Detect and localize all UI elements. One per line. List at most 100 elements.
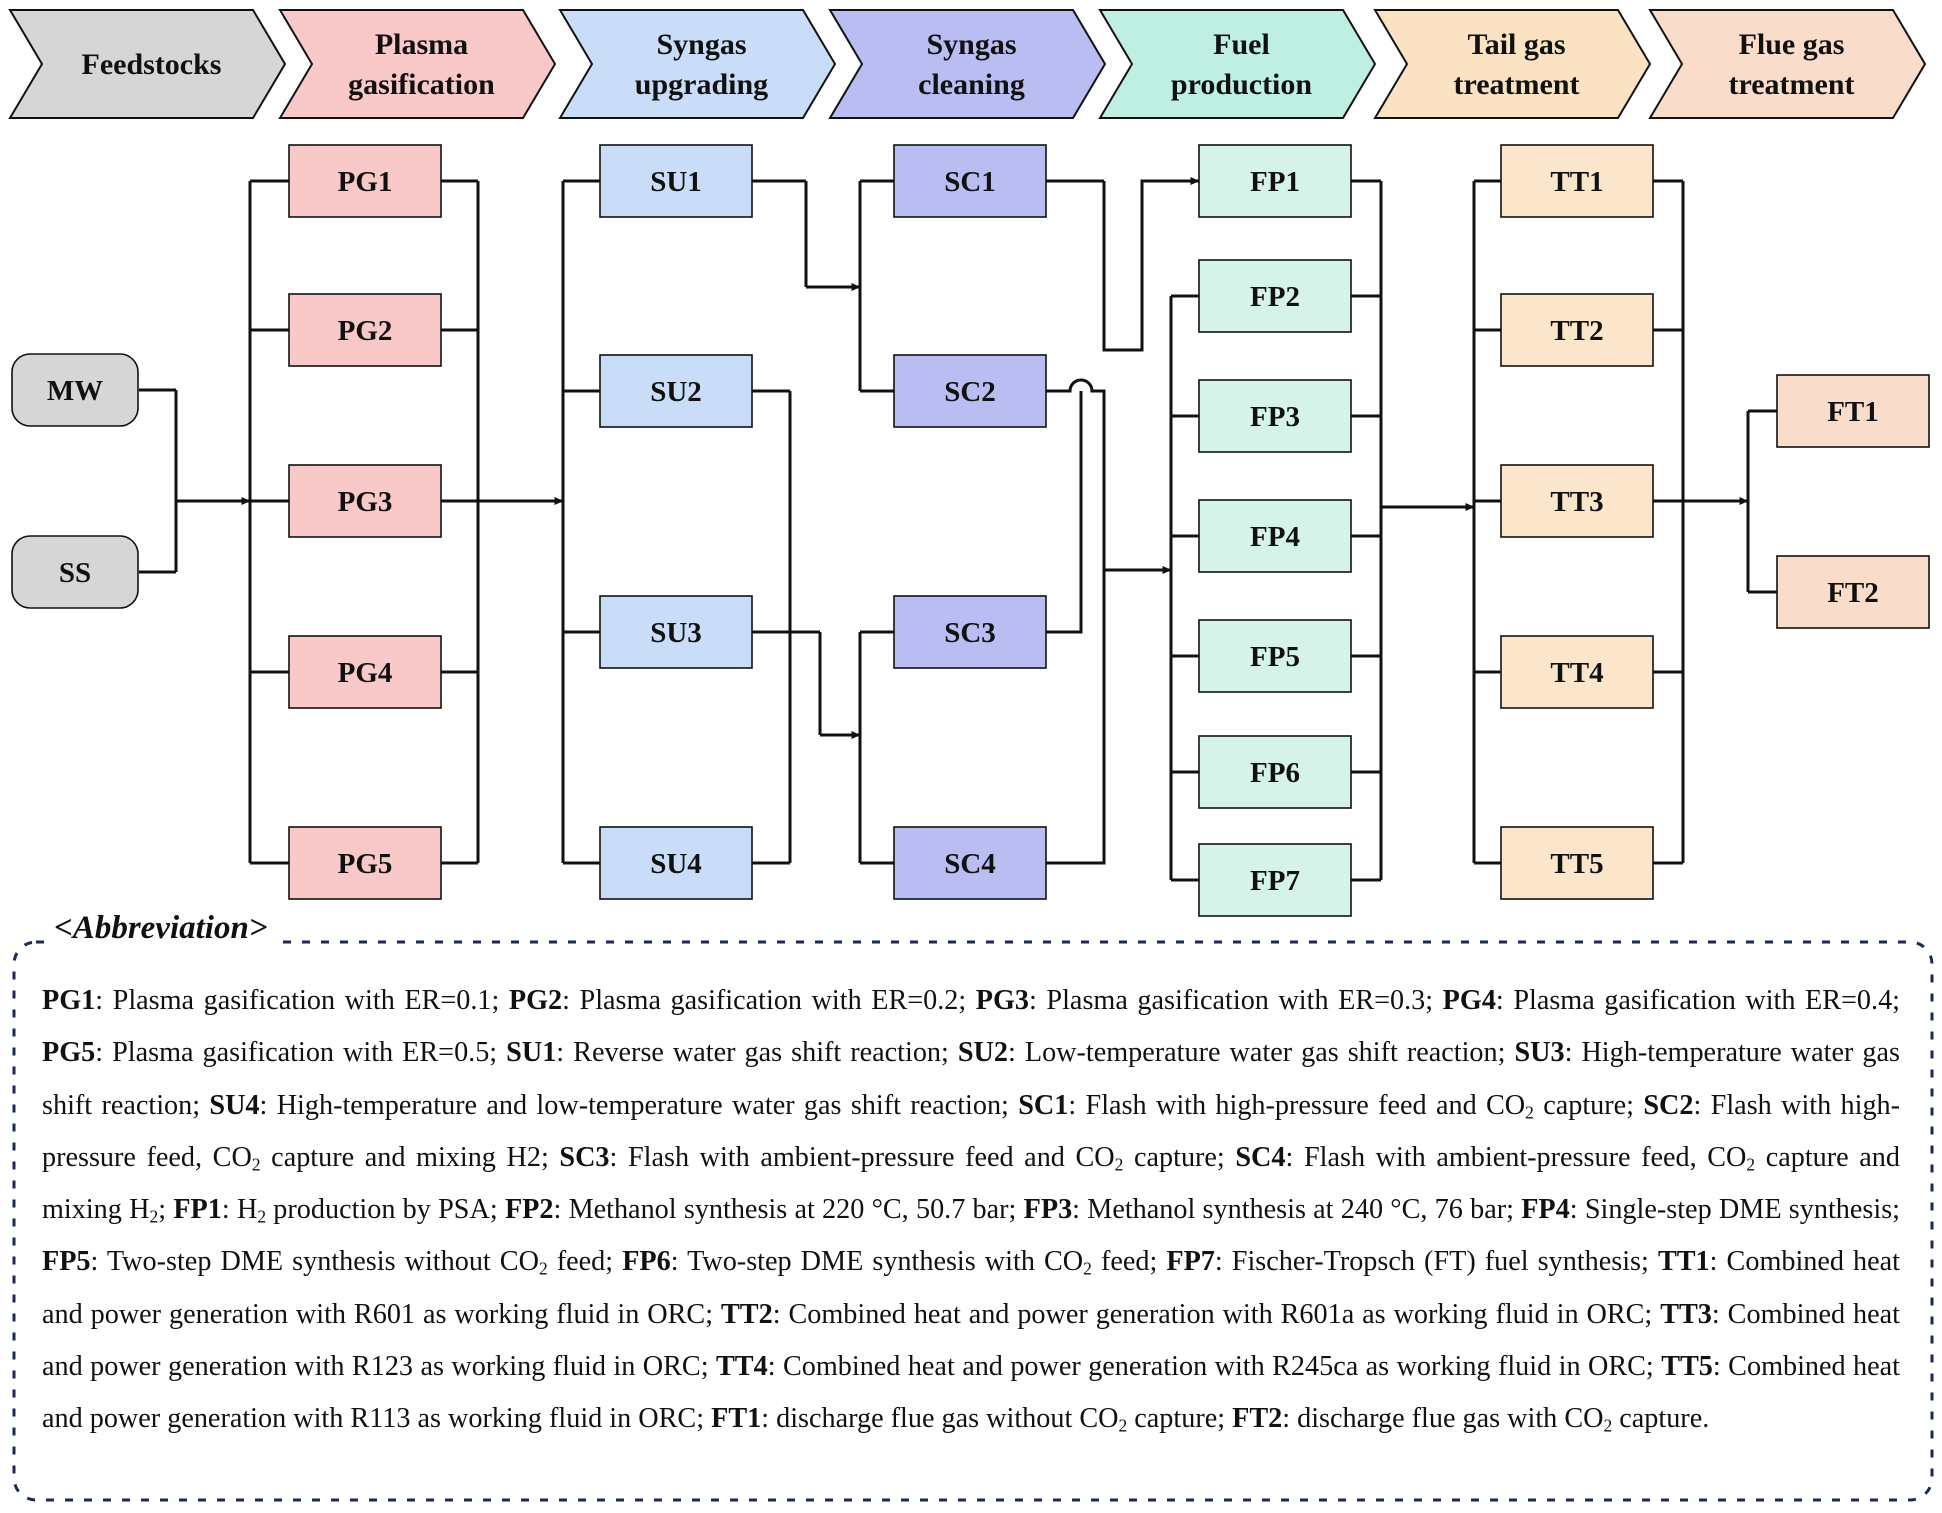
- abbreviation-term: TT4: [715, 1351, 768, 1383]
- node-box: [1500, 635, 1654, 709]
- abbreviation-term: PG4: [1442, 985, 1496, 1016]
- node-label: SU2: [650, 376, 702, 408]
- su-node: SU3: [599, 595, 753, 669]
- node-label: SC4: [944, 848, 996, 880]
- node-label: PG1: [338, 166, 393, 198]
- node-box: [1776, 374, 1930, 448]
- abbreviation-entry: SU1: Reverse water gas shift reaction;: [506, 1037, 949, 1069]
- abbreviation-term: PG2: [508, 985, 563, 1016]
- node-box: [1198, 379, 1352, 453]
- node-box: [288, 293, 442, 367]
- abbreviation-term: SC2: [1643, 1089, 1694, 1121]
- stage-chevron: [1373, 9, 1652, 119]
- abbreviation-entry: PG1: Plasma gasification with ER=0.1;: [42, 985, 500, 1016]
- node-label: FP4: [1250, 521, 1300, 553]
- abbreviation-term: SU4: [209, 1089, 260, 1121]
- stage-label: Tail gas: [1467, 28, 1565, 61]
- abbreviation-term: FP7: [1166, 1246, 1215, 1278]
- su-node: SU1: [599, 144, 753, 218]
- node-label: PG4: [338, 657, 393, 689]
- abbreviation-entry: SU2: Low-temperature water gas shift rea…: [957, 1037, 1506, 1069]
- node-box: [1500, 464, 1654, 538]
- abbreviation-entry: TT4: Combined heat and power generation …: [715, 1351, 1654, 1383]
- abbreviation-list: PG1: Plasma gasification with ER=0.1; PG…: [42, 975, 1900, 1446]
- abbreviation-entry: PG3: Plasma gasification with ER=0.3;: [975, 985, 1434, 1016]
- node-label: FT2: [1827, 577, 1879, 609]
- abbreviation-entry: TT2: Combined heat and power generation …: [720, 1298, 1653, 1330]
- feedstock-node: SS: [11, 535, 139, 609]
- abbreviation-entry: FP1: H2 production by PSA;: [173, 1194, 498, 1227]
- node-box: [1198, 619, 1352, 693]
- abbreviation-entry: FP2: Methanol synthesis at 220 °C, 50.7 …: [504, 1194, 1017, 1226]
- stage-chevron: [278, 9, 557, 119]
- node-label: SS: [59, 557, 91, 589]
- abbreviation-term: PG5: [42, 1037, 96, 1069]
- su-node: SU2: [599, 354, 753, 428]
- node-box: [599, 595, 753, 669]
- abbreviation-entry: PG5: Plasma gasification with ER=0.5;: [42, 1037, 498, 1069]
- abbreviation-term: FT2: [1232, 1403, 1283, 1435]
- abbreviation-term: SC3: [559, 1141, 610, 1173]
- node-box: [1500, 826, 1654, 900]
- fp-node: FP5: [1198, 619, 1352, 693]
- stage-chevron: [1648, 9, 1927, 119]
- abbreviation-term: PG3: [975, 985, 1030, 1016]
- fp-node: FP2: [1198, 259, 1352, 333]
- node-label: PG3: [338, 486, 393, 518]
- stage-label: Flue gas: [1739, 28, 1845, 61]
- node-box: [1198, 259, 1352, 333]
- feedstock-node: MW: [11, 353, 139, 427]
- fp-node: FP7: [1198, 843, 1352, 917]
- sc-node: SC2: [893, 354, 1047, 428]
- node-box: [11, 353, 139, 427]
- abbreviation-term: FT1: [711, 1403, 762, 1435]
- sc-node: SC3: [893, 595, 1047, 669]
- node-box: [288, 826, 442, 900]
- process-nodes: MWSSPG1PG2PG3PG4PG5SU1SU2SU3SU4SC1SC2SC3…: [11, 144, 1930, 917]
- abbreviation-entry: SC2: Flash with high-pressure feed, CO2 …: [42, 1089, 1901, 1175]
- abbreviation-box: [12, 940, 1934, 1502]
- node-label: FT1: [1827, 396, 1879, 428]
- stage-label: gasification: [348, 68, 495, 101]
- fp-node: FP4: [1198, 499, 1352, 573]
- abbreviation-term: TT5: [1661, 1351, 1713, 1383]
- sc-node: SC1: [893, 144, 1047, 218]
- node-box: [1500, 293, 1654, 367]
- abbreviation-entry: TT3: Combined heat and power generation …: [42, 1298, 1900, 1383]
- abbreviation-entry: FP3: Methanol synthesis at 240 °C, 76 ba…: [1023, 1194, 1514, 1226]
- abbreviation-term: SU3: [1514, 1037, 1565, 1069]
- abbreviation-term: PG1: [42, 985, 96, 1016]
- node-box: [288, 635, 442, 709]
- abbreviation-term: SU1: [506, 1037, 557, 1069]
- abbreviation-term: FP3: [1023, 1194, 1073, 1226]
- abbreviation-term: SU2: [957, 1037, 1009, 1069]
- stage-label: treatment: [1728, 68, 1854, 101]
- abbreviation-entry: FP5: Two-step DME synthesis without CO2 …: [42, 1246, 614, 1279]
- stage-label: Syngas: [656, 28, 746, 61]
- abbreviation-entry: FT1: discharge flue gas without CO2 capt…: [711, 1403, 1226, 1436]
- node-label: TT3: [1550, 486, 1603, 518]
- tt-node: TT4: [1500, 635, 1654, 709]
- stage-flue-gas-treatment: Flue gas treatment: [1648, 9, 1927, 119]
- connector: [1046, 391, 1083, 634]
- node-label: FP5: [1250, 641, 1300, 673]
- node-label: TT4: [1550, 657, 1603, 689]
- pg-node: PG3: [288, 464, 442, 538]
- node-label: SC1: [944, 166, 996, 198]
- abbreviation-term: TT2: [720, 1298, 773, 1330]
- node-label: FP2: [1250, 281, 1300, 313]
- pg-node: PG5: [288, 826, 442, 900]
- node-box: [893, 144, 1047, 218]
- node-label: FP1: [1250, 166, 1300, 198]
- abbreviation-term: SC1: [1018, 1089, 1069, 1121]
- node-label: TT2: [1550, 315, 1603, 347]
- abbreviation-entry: SU4: High-temperature and low-temperatur…: [209, 1089, 1009, 1121]
- node-label: SU1: [650, 166, 702, 198]
- stage-label: Feedstocks: [82, 48, 222, 81]
- abbreviation-entry: FP4: Single-step DME synthesis;: [1521, 1194, 1900, 1226]
- pg-node: PG1: [288, 144, 442, 218]
